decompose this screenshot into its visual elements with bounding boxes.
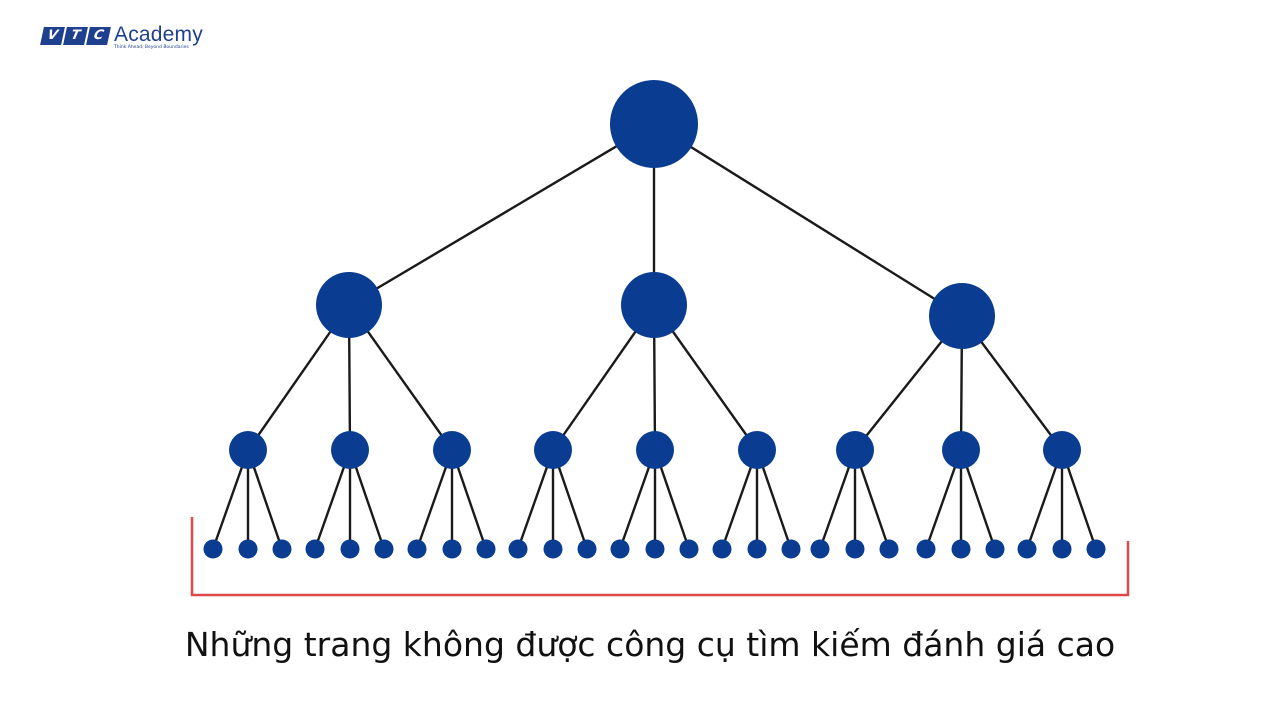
- leaf-node-11: [543, 539, 563, 559]
- logo-tagline: Think Ahead, Beyond Boundaries: [114, 45, 189, 50]
- level2-node-4: [534, 431, 572, 469]
- leaf-node-26: [1052, 539, 1072, 559]
- leaf-node-18: [781, 539, 801, 559]
- logo-wordmark: Academy Think Ahead, Beyond Boundaries: [114, 24, 203, 50]
- level1-node-1: [316, 272, 382, 338]
- level2-node-2: [331, 431, 369, 469]
- leaf-node-1: [203, 539, 223, 559]
- leaf-node-5: [340, 539, 360, 559]
- level2-node-1: [229, 431, 267, 469]
- level2-node-3: [433, 431, 471, 469]
- leaf-node-14: [645, 539, 665, 559]
- leaf-node-19: [810, 539, 830, 559]
- level2-node-5: [636, 431, 674, 469]
- leaf-node-2: [238, 539, 258, 559]
- leaf-node-20: [845, 539, 865, 559]
- level1-node-3: [929, 283, 995, 349]
- leaf-node-4: [305, 539, 325, 559]
- leaf-node-12: [577, 539, 597, 559]
- edge-root-to-level1-3: [653, 122, 963, 318]
- leaf-node-10: [508, 539, 528, 559]
- leaf-node-13: [610, 539, 630, 559]
- leaf-node-15: [679, 539, 699, 559]
- logo-brand-text: Academy: [114, 23, 203, 46]
- leaf-node-9: [476, 539, 496, 559]
- leaf-node-27: [1086, 539, 1106, 559]
- level1-node-2: [621, 272, 687, 338]
- leaf-node-8: [442, 539, 462, 559]
- vtc-academy-logo: V T C Academy Think Ahead, Beyond Bounda…: [40, 24, 203, 50]
- leaf-node-22: [916, 539, 936, 559]
- level2-node-9: [1043, 431, 1081, 469]
- leaf-node-6: [374, 539, 394, 559]
- diagram-caption: Những trang không được công cụ tìm kiếm …: [184, 625, 1116, 664]
- leaf-node-24: [985, 539, 1005, 559]
- leaf-node-23: [951, 539, 971, 559]
- leaf-node-16: [712, 539, 732, 559]
- level2-node-6: [738, 431, 776, 469]
- leaf-node-17: [747, 539, 767, 559]
- leaf-node-21: [879, 539, 899, 559]
- leaf-node-7: [407, 539, 427, 559]
- leaf-node-25: [1017, 539, 1037, 559]
- level2-node-7: [836, 431, 874, 469]
- tree-nodes: [203, 80, 1106, 559]
- bottom-level-bracket: [190, 517, 1130, 597]
- level2-node-8: [942, 431, 980, 469]
- edge-root-to-level1-1: [348, 122, 655, 307]
- leaf-node-3: [272, 539, 292, 559]
- root-node: [610, 80, 698, 168]
